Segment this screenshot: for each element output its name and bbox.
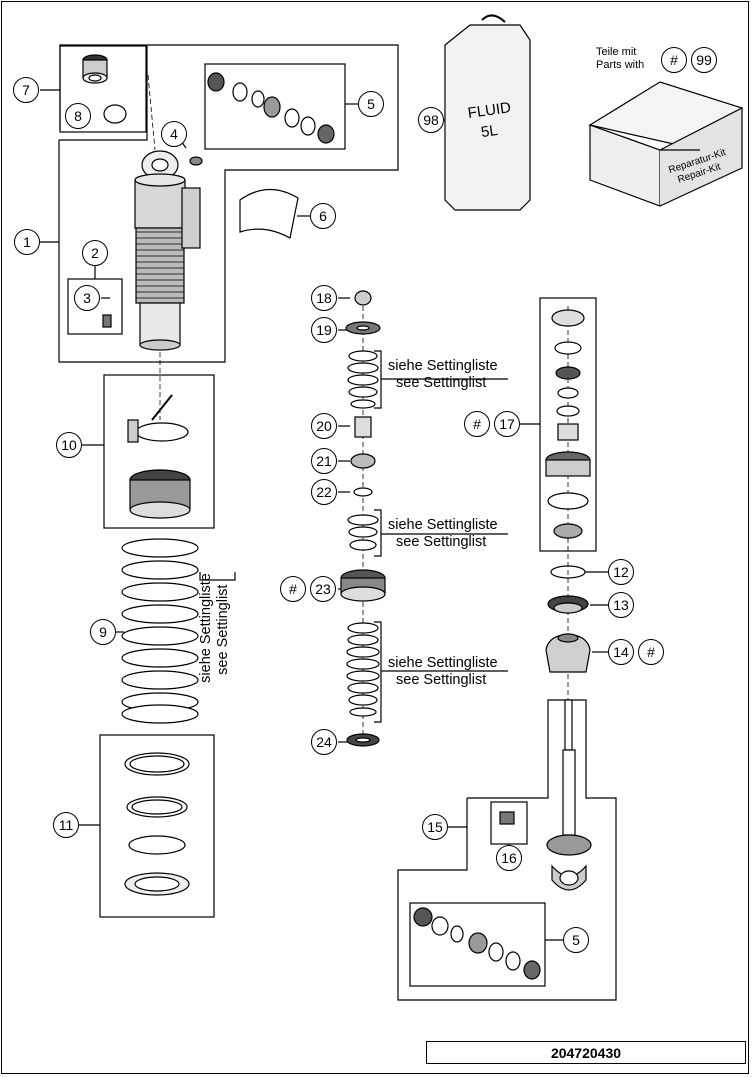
fluid-can bbox=[444, 14, 531, 211]
callout-22: 22 bbox=[311, 479, 337, 505]
callout-hash-17: # bbox=[464, 411, 490, 437]
callout-99: 99 bbox=[691, 47, 717, 73]
protection-sleeve bbox=[239, 188, 299, 239]
reservoir-cap-part bbox=[82, 54, 127, 124]
kit-note: Teile mit Parts with bbox=[596, 46, 644, 72]
callout-6: 6 bbox=[310, 203, 336, 229]
callout-3: 3 bbox=[74, 285, 100, 311]
callout-7: 7 bbox=[13, 77, 39, 103]
bracket-setting-3 bbox=[374, 621, 508, 723]
spring bbox=[121, 538, 199, 724]
spring-retainer bbox=[127, 394, 191, 519]
box-5-top bbox=[204, 63, 346, 150]
bracket-setting-2 bbox=[374, 509, 508, 557]
document-number: 204720430 bbox=[426, 1041, 746, 1064]
repair-kit-box bbox=[588, 81, 744, 207]
kit-note-de: Teile mit bbox=[596, 46, 637, 58]
rings-set bbox=[124, 752, 190, 896]
callout-15: 15 bbox=[422, 814, 448, 840]
callout-10: 10 bbox=[56, 432, 82, 458]
box-7-8 bbox=[59, 45, 147, 133]
settinglist-note-vertical-de: siehe Settingliste bbox=[198, 573, 214, 683]
bracket-setting-1 bbox=[374, 350, 508, 409]
callout-21: 21 bbox=[311, 448, 337, 474]
seal-set-top bbox=[207, 72, 335, 144]
callout-19: 19 bbox=[311, 317, 337, 343]
seal-head-parts bbox=[545, 309, 591, 673]
callout-hash-23: # bbox=[280, 576, 306, 602]
shock-body bbox=[102, 150, 203, 351]
settinglist-note-3: siehe Settingliste see Settinglist bbox=[388, 655, 498, 689]
settinglist-note-3-de: siehe Settingliste bbox=[388, 655, 498, 671]
callout-5-top: 5 bbox=[358, 91, 384, 117]
box-10 bbox=[103, 374, 215, 529]
settinglist-note-2-en: see Settinglist bbox=[396, 534, 487, 550]
callout-23: 23 bbox=[310, 576, 336, 602]
settinglist-note-1-de: siehe Settingliste bbox=[388, 358, 498, 374]
settinglist-note-1-en: see Settinglist bbox=[396, 375, 487, 391]
settinglist-note-vertical: siehe Settingliste see Settinglist bbox=[198, 573, 232, 683]
callout-12: 12 bbox=[608, 559, 634, 585]
settinglist-note-2-de: siehe Settingliste bbox=[388, 517, 498, 533]
callout-24: 24 bbox=[311, 729, 337, 755]
bracket-setting-vert bbox=[199, 572, 236, 581]
seal-set-bottom bbox=[413, 907, 541, 980]
kit-note-en: Parts with bbox=[596, 59, 645, 71]
callout-4: 4 bbox=[161, 121, 187, 147]
callout-98: 98 bbox=[418, 107, 444, 133]
box-5-bottom bbox=[409, 902, 546, 987]
callout-1: 1 bbox=[14, 229, 40, 255]
callout-14: 14 bbox=[608, 639, 634, 665]
fluid-can-line1: FLUID bbox=[467, 99, 512, 122]
settinglist-note-vertical-en: see Settinglist bbox=[215, 584, 231, 675]
callout-13: 13 bbox=[608, 592, 634, 618]
callout-16: 16 bbox=[496, 845, 522, 871]
settinglist-note-3-en: see Settinglist bbox=[396, 672, 487, 688]
settinglist-note-2: siehe Settingliste see Settinglist bbox=[388, 517, 498, 551]
callout-8: 8 bbox=[65, 103, 91, 129]
group-outline-15 bbox=[397, 699, 617, 1001]
damper-stack bbox=[340, 290, 386, 747]
callout-20: 20 bbox=[311, 413, 337, 439]
callout-2: 2 bbox=[82, 240, 108, 266]
fluid-can-line2: 5L bbox=[480, 122, 499, 141]
piston-rod bbox=[499, 699, 592, 891]
callout-17: 17 bbox=[494, 411, 520, 437]
box-11 bbox=[99, 734, 215, 918]
callout-9: 9 bbox=[90, 619, 116, 645]
callout-5-bottom: 5 bbox=[563, 927, 589, 953]
callout-18: 18 bbox=[311, 285, 337, 311]
callout-11: 11 bbox=[53, 812, 79, 838]
settinglist-note-1: siehe Settingliste see Settinglist bbox=[388, 358, 498, 392]
callout-hash-14: # bbox=[638, 639, 664, 665]
callout-hash-kit: # bbox=[661, 47, 687, 73]
